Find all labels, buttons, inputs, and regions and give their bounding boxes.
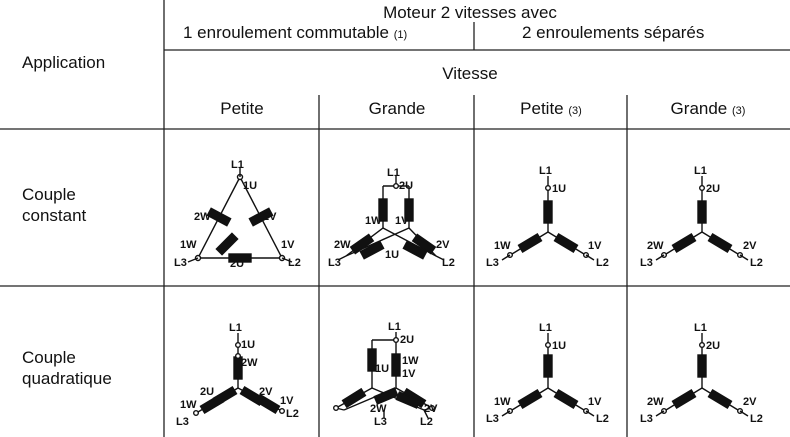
- r1c3-L2: L2: [596, 257, 609, 269]
- r1c3-b: 1W: [494, 240, 511, 252]
- row-label-constant-2: constant: [22, 206, 87, 225]
- petite-header-2: Petite (3): [520, 99, 582, 121]
- petite-label-2: Petite: [520, 99, 564, 118]
- r1c2-d: 1U: [385, 249, 399, 261]
- petite-note-2: (3): [568, 105, 582, 117]
- r2c3-L1: L1: [539, 322, 552, 334]
- r1c1-f: 2W: [194, 211, 211, 223]
- r2c1-d: 2V: [259, 386, 273, 398]
- commutable-note: (1): [393, 29, 408, 41]
- commutable-header: 1 enroulement commutable (1): [183, 23, 407, 45]
- r2c3-c: 1V: [588, 396, 602, 408]
- r2c4-a: 2U: [706, 340, 720, 352]
- r2c1-c: 2U: [200, 386, 214, 398]
- r2c1-f: 1V: [280, 395, 294, 407]
- diagram-star-constant-large: [655, 176, 749, 261]
- separate-header: 2 enroulements séparés: [522, 23, 705, 42]
- r1c3-L3: L3: [486, 257, 499, 269]
- r2c4-c: 2V: [743, 396, 757, 408]
- r1c1-b: 2V: [263, 211, 277, 223]
- grande-note-2: (3): [731, 105, 746, 117]
- diagram-delta-constant-small: [187, 168, 293, 263]
- r1c4-L2: L2: [750, 257, 763, 269]
- r1c2-L3: L3: [328, 257, 341, 269]
- r1c1-c: 1V: [281, 239, 295, 251]
- r2c2-L1: L1: [388, 321, 401, 333]
- r2c2-a: 2U: [400, 334, 414, 346]
- row-label-quadratic-2: quadratique: [22, 369, 112, 388]
- r1c2-e: 2W: [334, 239, 351, 251]
- r1c1-d: 2U: [230, 258, 244, 270]
- grande-header-1: Grande: [368, 99, 426, 118]
- r2c4-L2: L2: [750, 413, 763, 425]
- r2c2-L2: L2: [420, 416, 433, 428]
- r1c3-L1: L1: [539, 165, 552, 177]
- diagram-star-quadratic-small: [192, 333, 286, 417]
- petite-header-1: Petite: [220, 99, 264, 118]
- r1c3-a: 1U: [552, 183, 566, 195]
- r1c3-c: 1V: [588, 240, 602, 252]
- row-label-quadratic-1: Couple: [22, 348, 76, 367]
- r1c4-L3: L3: [640, 257, 653, 269]
- r2c2-f: 2V: [424, 403, 438, 415]
- r1c1-e: 1W: [180, 239, 197, 251]
- r2c4-b: 2W: [647, 396, 664, 408]
- diagram-star-quadratic-small-separate: [501, 333, 595, 417]
- r2c1-a: 1U: [241, 339, 255, 351]
- r2c3-L2: L2: [596, 413, 609, 425]
- r2c2-e: 2W: [370, 403, 387, 415]
- r2c1-b: 2W: [241, 357, 258, 369]
- r1c1-L2: L2: [288, 257, 301, 269]
- r1c4-b: 2W: [647, 240, 664, 252]
- diagram-double-star-constant-large: [337, 176, 445, 261]
- r2c2-b: 1W: [402, 355, 419, 367]
- r1c1-a: 1U: [243, 180, 257, 192]
- r1c2-b: 1W: [365, 215, 382, 227]
- r1c1-L1: L1: [231, 159, 244, 171]
- r2c3-b: 1W: [494, 396, 511, 408]
- r1c4-a: 2U: [706, 183, 720, 195]
- r1c4-L1: L1: [694, 165, 707, 177]
- grande-label-2: Grande: [670, 99, 728, 118]
- diagram-double-star-quadratic-large: [333, 332, 436, 419]
- r1c4-c: 2V: [743, 240, 757, 252]
- r2c1-e: 1W: [180, 399, 197, 411]
- r1c2-a: 2U: [399, 180, 413, 192]
- grande-header-2: Grande (3): [671, 99, 746, 121]
- diagram-star-quadratic-large-separate: [655, 333, 749, 417]
- r2c1-L2: L2: [286, 408, 299, 420]
- diagram-star-constant-small: [501, 176, 595, 261]
- r2c4-L1: L1: [694, 322, 707, 334]
- motor-title: Moteur 2 vitesses avec: [383, 3, 557, 22]
- r2c2-d: 1V: [402, 368, 416, 380]
- r2c2-L3: L3: [374, 416, 387, 428]
- r2c4-L3: L3: [640, 413, 653, 425]
- r1c2-c: 1V: [395, 215, 409, 227]
- application-header: Application: [22, 53, 106, 72]
- r2c1-L1: L1: [229, 322, 242, 334]
- r2c2-c: 1U: [375, 363, 389, 375]
- r2c1-L3: L3: [176, 416, 189, 428]
- r1c1-L3: L3: [174, 257, 187, 269]
- commutable-label: 1 enroulement commutable: [183, 23, 390, 42]
- r2c3-a: 1U: [552, 340, 566, 352]
- r2c3-L3: L3: [486, 413, 499, 425]
- r1c2-L1: L1: [387, 167, 400, 179]
- vitesse-header: Vitesse: [442, 64, 498, 83]
- r1c2-f: 2V: [436, 239, 450, 251]
- r1c2-L2: L2: [442, 257, 455, 269]
- row-label-constant-1: Couple: [22, 185, 76, 204]
